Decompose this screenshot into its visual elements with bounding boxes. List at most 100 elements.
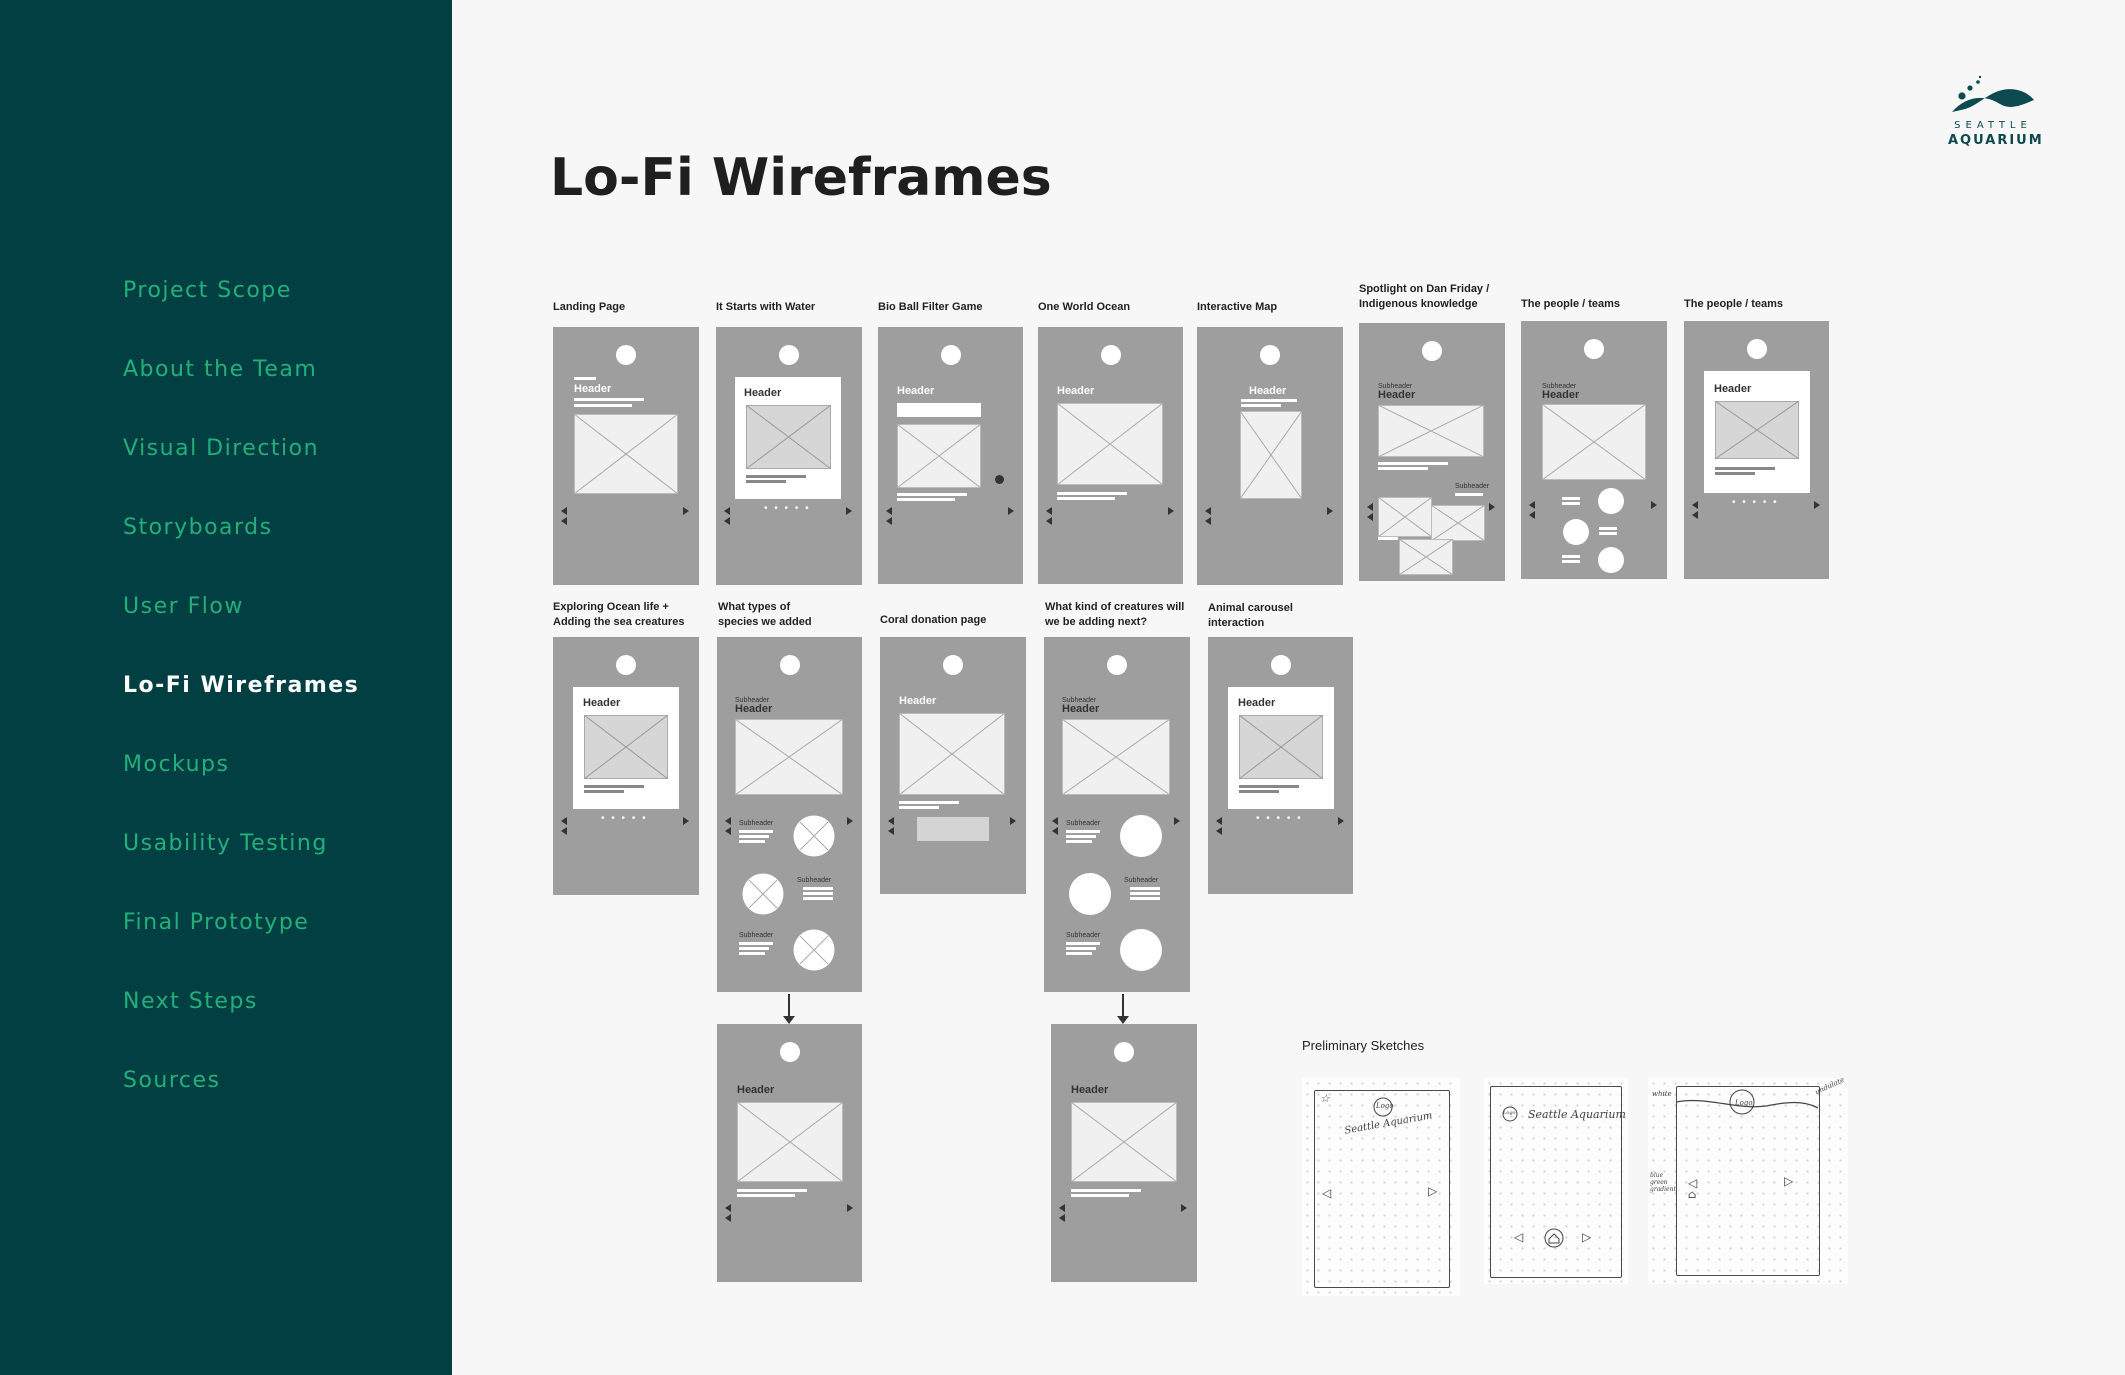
wireframe-caption: Bio Ball Filter Game	[878, 301, 983, 313]
nav-item-visual-direction[interactable]: Visual Direction	[123, 436, 320, 461]
prev-arrow-icon[interactable]	[561, 817, 567, 825]
next-arrow-icon[interactable]	[1327, 507, 1333, 515]
subheader-label: Subheader	[1124, 877, 1159, 884]
right-arrow-sketch-icon: ▷	[1582, 1230, 1592, 1244]
logo-placeholder-icon	[943, 655, 963, 675]
page-title: Lo-Fi Wireframes	[550, 148, 1052, 208]
wireframe-creature-detail: Header	[1051, 1024, 1197, 1282]
left-arrow-sketch-icon: ◁	[1322, 1186, 1332, 1200]
next-arrow-icon[interactable]	[1489, 503, 1495, 511]
sketch-brand-text: Seattle Aquarium	[1528, 1108, 1626, 1121]
subheader-label: Subheader	[1455, 483, 1490, 490]
next-arrow-icon[interactable]	[846, 507, 852, 515]
team-member-avatar[interactable]	[1598, 547, 1624, 573]
bio-ball-icon[interactable]	[995, 475, 1004, 484]
species-circle-icon[interactable]	[742, 873, 784, 915]
pagination-dots[interactable]: • • • • •	[1732, 497, 1779, 508]
wireframe-people-teams-carousel: Header • • • • •	[1684, 321, 1829, 579]
nav-item-sources[interactable]: Sources	[123, 1068, 221, 1093]
subheader-label: Subheader	[797, 877, 832, 884]
next-arrow-icon[interactable]	[683, 507, 689, 515]
prev-arrow-icon[interactable]	[725, 1204, 731, 1212]
nav-item-final-prototype[interactable]: Final Prototype	[123, 910, 310, 935]
prev-arrow-icon[interactable]	[1367, 503, 1373, 511]
nav-item-storyboards[interactable]: Storyboards	[123, 515, 273, 540]
image-placeholder-icon	[735, 719, 843, 795]
wireframe-caption: One World Ocean	[1038, 301, 1131, 313]
team-member-avatar[interactable]	[1563, 519, 1589, 545]
prev-arrow-icon[interactable]	[888, 817, 894, 825]
next-arrow-icon[interactable]	[1168, 507, 1174, 515]
pagination-dots[interactable]: • • • • •	[1256, 813, 1303, 824]
subheader-label: Subheader	[1062, 697, 1097, 704]
wireframe-caption: What kind of creatures will we be adding…	[1045, 601, 1185, 628]
nav-item-lo-fi-wireframes[interactable]: Lo-Fi Wireframes	[123, 673, 360, 698]
next-arrow-icon[interactable]	[847, 817, 853, 825]
next-arrow-icon[interactable]	[683, 817, 689, 825]
flow-arrow-icon	[783, 994, 795, 1024]
nav-item-user-flow[interactable]: User Flow	[123, 594, 244, 619]
prev-arrow-icon[interactable]	[725, 817, 731, 825]
next-arrow-icon[interactable]	[1181, 1204, 1187, 1212]
next-arrow-icon[interactable]	[847, 1204, 853, 1212]
nav-item-project-scope[interactable]: Project Scope	[123, 278, 292, 303]
image-placeholder-icon	[1715, 401, 1799, 459]
image-placeholder-icon	[1378, 497, 1432, 537]
header-label: Header	[1378, 389, 1416, 401]
wireframe-exploring-ocean-life: Header • • • • •	[553, 637, 699, 895]
wireframe-landing-page: Header	[553, 327, 699, 585]
header-label: Header	[1542, 389, 1580, 401]
nav-item-mockups[interactable]: Mockups	[123, 752, 230, 777]
donate-button[interactable]	[917, 817, 989, 841]
team-member-avatar[interactable]	[1598, 488, 1624, 514]
header-label: Header	[574, 383, 612, 395]
left-arrow-sketch-icon: ◁	[1688, 1176, 1698, 1190]
header-label: Header	[897, 385, 935, 397]
pagination-dots[interactable]: • • • • •	[601, 813, 648, 824]
seattle-aquarium-logo: SEATTLE AQUARIUM	[1948, 74, 2042, 150]
prev-arrow-icon[interactable]	[1046, 507, 1052, 515]
sketch-note: undulate	[1813, 1075, 1846, 1097]
wireframe-caption: It Starts with Water	[716, 301, 816, 313]
nav-item-usability-testing[interactable]: Usability Testing	[123, 831, 328, 856]
subheader-label: Subheader	[1066, 932, 1101, 939]
species-circle-icon[interactable]	[793, 815, 835, 857]
flow-arrow-icon	[1117, 994, 1129, 1024]
prev-arrow-icon[interactable]	[1692, 501, 1698, 509]
preliminary-sketches-label: Preliminary Sketches	[1302, 1038, 1425, 1053]
nav-item-about-the-team[interactable]: About the Team	[123, 357, 318, 382]
image-placeholder-icon	[1431, 505, 1485, 541]
next-arrow-icon[interactable]	[1651, 501, 1657, 509]
next-arrow-icon[interactable]	[1010, 817, 1016, 825]
prev-arrow-icon[interactable]	[1216, 817, 1222, 825]
next-arrow-icon[interactable]	[1008, 507, 1014, 515]
sketch-1: ☆ Logo Seattle Aquarium ◁ ▷	[1302, 1078, 1460, 1296]
prev-arrow-icon[interactable]	[1052, 817, 1058, 825]
logo-placeholder-icon	[1114, 1042, 1134, 1062]
prev-arrow-icon[interactable]	[1529, 501, 1535, 509]
creature-circle-icon[interactable]	[1120, 929, 1162, 971]
prev-arrow-icon[interactable]	[724, 507, 730, 515]
right-arrow-sketch-icon: ▷	[1428, 1184, 1438, 1198]
next-arrow-icon[interactable]	[1174, 817, 1180, 825]
wireframe-bio-ball-filter-game: Header	[878, 327, 1023, 584]
pagination-dots[interactable]: • • • • •	[764, 503, 811, 514]
sketch-2: Logo Seattle Aquarium ◁ ▷	[1484, 1078, 1628, 1284]
next-arrow-icon[interactable]	[1814, 501, 1820, 509]
header-label: Header	[1071, 1084, 1109, 1096]
image-placeholder-icon	[584, 715, 668, 779]
creature-circle-icon[interactable]	[1120, 815, 1162, 857]
logo-placeholder-icon	[1107, 655, 1127, 675]
prev-arrow-icon[interactable]	[561, 507, 567, 515]
logo-sketch-icon	[1729, 1089, 1755, 1115]
nav-item-next-steps[interactable]: Next Steps	[123, 989, 258, 1014]
next-arrow-icon[interactable]	[1338, 817, 1344, 825]
wireframe-people-teams: Subheader Header	[1521, 321, 1667, 579]
prev-arrow-icon[interactable]	[1059, 1204, 1065, 1212]
creature-circle-icon[interactable]	[1069, 873, 1111, 915]
image-placeholder-icon	[897, 424, 981, 488]
species-circle-icon[interactable]	[793, 929, 835, 971]
prev-arrow-icon[interactable]	[1205, 507, 1211, 515]
prev-arrow-icon[interactable]	[886, 507, 892, 515]
wireframe-it-starts-with-water: Header • • • • •	[716, 327, 862, 585]
